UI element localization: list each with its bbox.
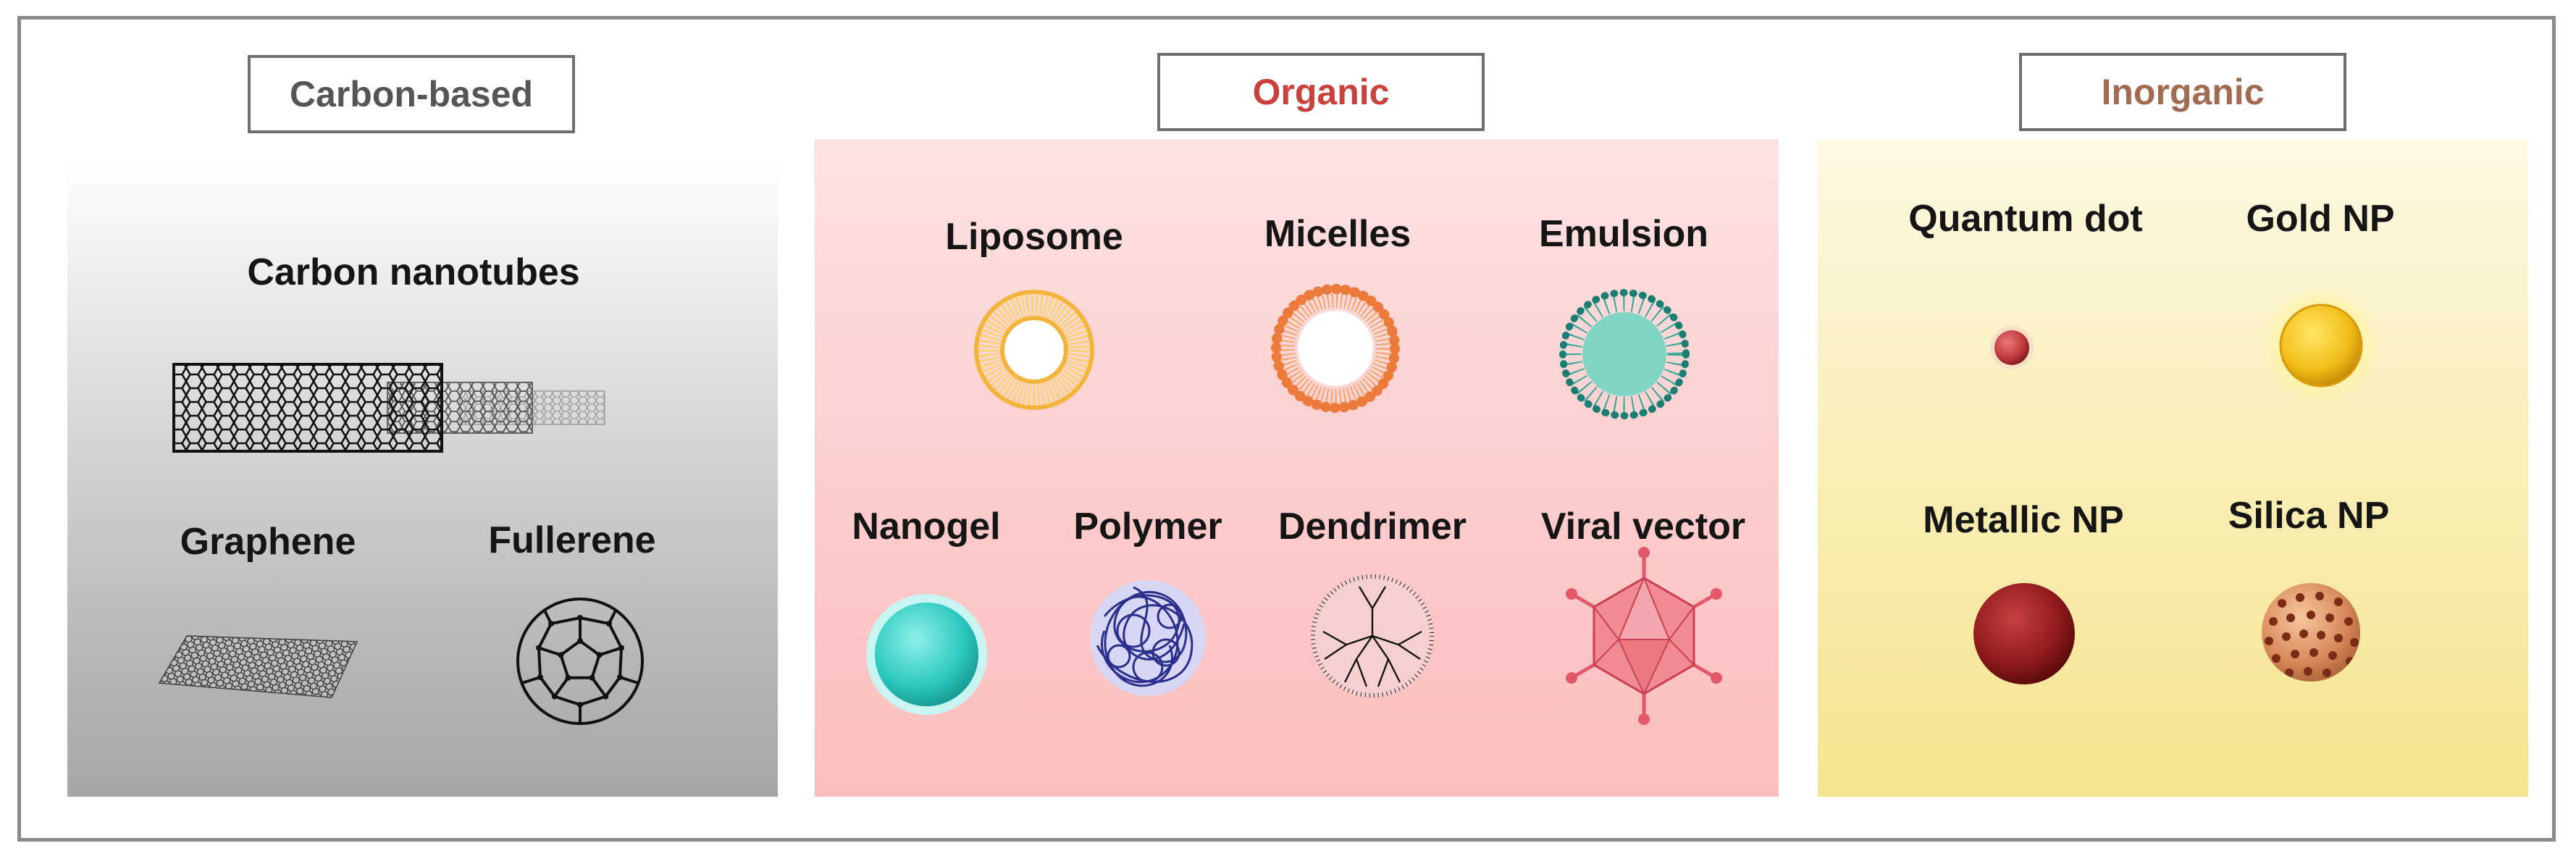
graphene-icon — [158, 635, 358, 698]
polymer-label: Polymer — [1073, 506, 1222, 548]
carbon-nanotubes-label: Carbon nanotubes — [247, 251, 580, 293]
dendrimer-label: Dendrimer — [1277, 506, 1467, 548]
silica-np-label: Silica NP — [2228, 495, 2390, 537]
fullerene-label: Fullerene — [488, 519, 656, 561]
emulsion-label: Emulsion — [1538, 213, 1709, 255]
metallic-np-label: Metallic NP — [1923, 499, 2124, 541]
metallic-np-icon — [1973, 583, 2075, 684]
carbon-nanotube-icon — [172, 363, 605, 453]
gold-np-icon — [2262, 286, 2380, 405]
emulsion-icon — [1559, 289, 1690, 419]
carbon-based-heading: Carbon-based — [248, 55, 575, 133]
nanogel-label: Nanogel — [852, 506, 1001, 548]
micelle-icon — [1271, 284, 1400, 413]
viral-vector-icon — [1566, 547, 1722, 725]
carbon-based-panel — [67, 159, 778, 797]
silica-np-icon — [2262, 583, 2360, 682]
inorganic-panel — [1818, 139, 2528, 797]
gold-np-label: Gold NP — [2246, 198, 2395, 240]
fullerene-icon — [516, 598, 644, 725]
micelles-label: Micelles — [1264, 213, 1411, 255]
quantum-dot-icon — [1990, 326, 2034, 369]
quantum-dot-label: Quantum dot — [1908, 198, 2143, 240]
dendrimer-icon — [1311, 574, 1434, 697]
polymer-icon — [1090, 580, 1206, 696]
liposome-icon — [974, 290, 1094, 410]
viral-vector-label: Viral vector — [1540, 506, 1746, 548]
nanogel-icon — [865, 593, 988, 716]
liposome-label: Liposome — [945, 216, 1123, 258]
organic-heading: Organic — [1157, 53, 1485, 131]
inorganic-heading: Inorganic — [2019, 53, 2346, 131]
graphene-label: Graphene — [180, 521, 356, 563]
figure-frame — [17, 16, 2556, 842]
